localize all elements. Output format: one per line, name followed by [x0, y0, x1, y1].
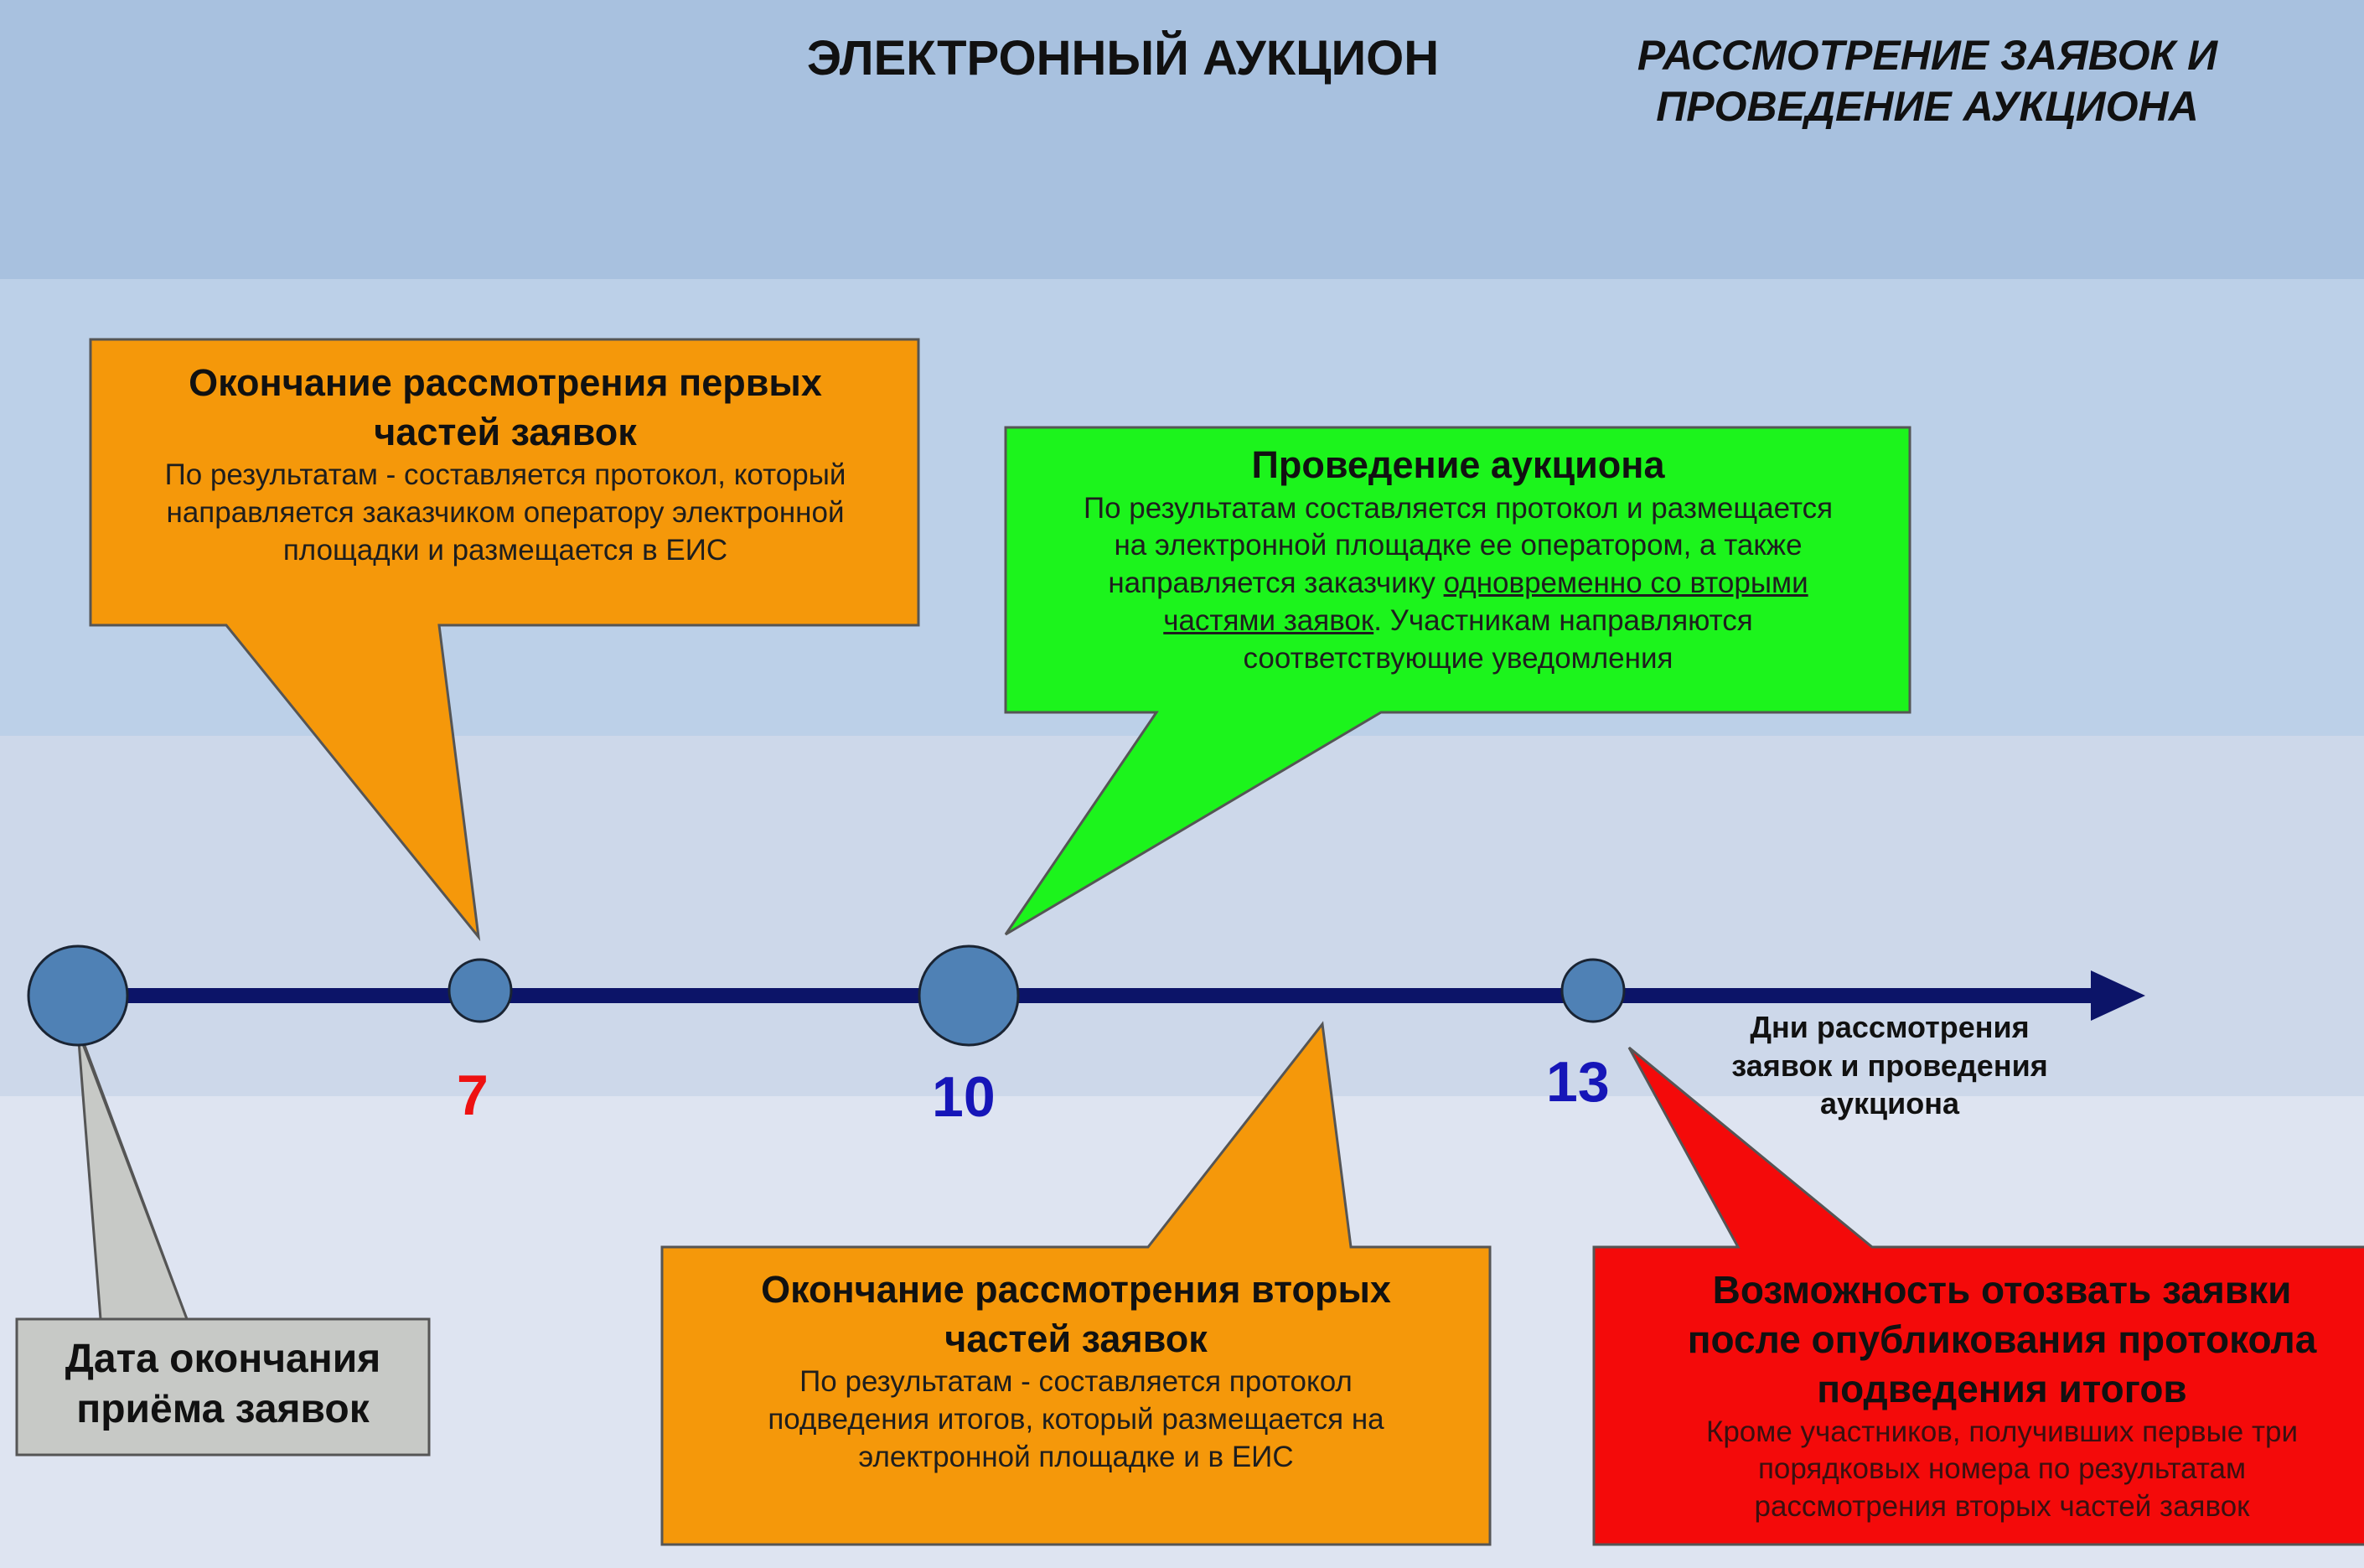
callout-withdraw: Возможность отозвать заявки после опубли…	[1594, 1247, 2364, 1545]
callout-auction-heading: Проведение аукциона	[1251, 443, 1665, 486]
day-label-13: 13	[1546, 1050, 1610, 1114]
callout-auction-shape	[1004, 426, 1911, 936]
callout-second-parts-shape	[660, 1021, 1492, 1546]
callout-deadline-fill	[18, 1321, 427, 1453]
callout-auction-text-line3-b: одновременно со вторыми	[1443, 567, 1808, 600]
day-label-10: 10	[932, 1065, 996, 1129]
callout-first-parts-text-line1: По результатам - составляется протокол, …	[164, 458, 846, 491]
callout-auction-text-line4: частями заявок. Участникам направляются	[1031, 603, 1886, 640]
callout-first-parts-heading-line1: Окончание рассмотрения первых	[189, 361, 822, 404]
callout-withdraw-shape	[1592, 1046, 2364, 1546]
callout-auction-text-line4-b: . Участникам направляются	[1373, 603, 1753, 637]
callout-second-parts: Окончание рассмотрения вторых частей зая…	[662, 1247, 1490, 1545]
callout-first-parts-text-line2: направляется заказчиком оператору электр…	[166, 495, 845, 529]
axis-label-line3: аукциона	[1819, 1086, 1960, 1121]
timeline-node-day-10	[918, 944, 1020, 1047]
callout-auction-text-line2: на электронной площадке ее оператором, а…	[1114, 529, 1803, 562]
callout-first-parts-shape	[89, 338, 920, 942]
page-title: ЭЛЕКТРОННЫЙ АУКЦИОН	[806, 31, 1440, 85]
callout-second-parts-text-line2: подведения итогов, который размещается н…	[768, 1402, 1384, 1436]
callout-withdraw-heading-line3: подведения итогов	[1817, 1366, 2187, 1410]
callout-withdraw-text-line2: порядковых номера по результатам	[1757, 1452, 2247, 1486]
callout-withdraw-text-line1: Кроме участников, получивших первые три	[1705, 1415, 2299, 1448]
callout-deadline-tail	[76, 1030, 189, 1321]
callout-auction: Проведение аукциона По результатам соста…	[1006, 427, 1911, 712]
callout-deadline-heading-line1: Дата окончания	[65, 1337, 381, 1381]
callout-withdraw-heading-line1: Возможность отозвать заявки	[1712, 1268, 2292, 1312]
section-title-line1: РАССМОТРЕНИЕ ЗАЯВОК И	[1637, 32, 2218, 79]
day-label-7: 7	[457, 1063, 489, 1127]
callout-second-parts-heading-line2: частей заявок	[944, 1317, 1208, 1360]
axis-label-line2: заявок и проведения	[1731, 1048, 2048, 1083]
callout-first-parts: Окончание рассмотрения первых частей зая…	[92, 340, 918, 625]
callout-deadline: Дата окончания приёма заявок	[17, 1319, 429, 1455]
callout-withdraw-text-line3: рассмотрения вторых частей заявок	[1754, 1490, 2250, 1524]
callout-auction-text-line4-a: частями заявок	[1163, 603, 1374, 637]
callout-auction-text-line3: направляется заказчику одновременно со в…	[1031, 565, 1886, 603]
callout-withdraw-heading-line2: после опубликования протокола	[1687, 1317, 2317, 1361]
header-band	[0, 0, 2364, 279]
section-title: РАССМОТРЕНИЕ ЗАЯВОК И ПРОВЕДЕНИЕ АУКЦИОН…	[1575, 30, 2279, 132]
callout-second-parts-text-line1: По результатам - составляется протокол	[799, 1365, 1353, 1398]
section-title-line2: ПРОВЕДЕНИЕ АУКЦИОНА	[1656, 83, 2199, 130]
timeline-arrowhead	[2091, 970, 2145, 1021]
callout-deadline-heading-line2: приёма заявок	[76, 1387, 370, 1431]
callout-second-parts-text-line3: электронной площадке и в ЕИС	[858, 1440, 1294, 1473]
callout-second-parts-heading-line1: Окончание рассмотрения вторых	[761, 1268, 1391, 1311]
axis-label: Дни рассмотрения заявок и проведения аук…	[1710, 1008, 2070, 1123]
timeline-node-start	[27, 944, 129, 1047]
timeline-node-day-13	[1560, 958, 1626, 1023]
callout-first-parts-heading-line2: частей заявок	[374, 410, 637, 453]
callout-auction-text-line1: По результатам составляется протокол и р…	[1083, 491, 1834, 525]
callout-first-parts-text-line3: площадки и размещается в ЕИС	[282, 533, 728, 567]
axis-label-line1: Дни рассмотрения	[1750, 1010, 2030, 1044]
timeline-node-day-7	[447, 958, 513, 1023]
callout-auction-text-line5: соответствующие уведомления	[1243, 641, 1673, 675]
callout-auction-text-line3-a: направляется заказчику	[1108, 567, 1444, 600]
